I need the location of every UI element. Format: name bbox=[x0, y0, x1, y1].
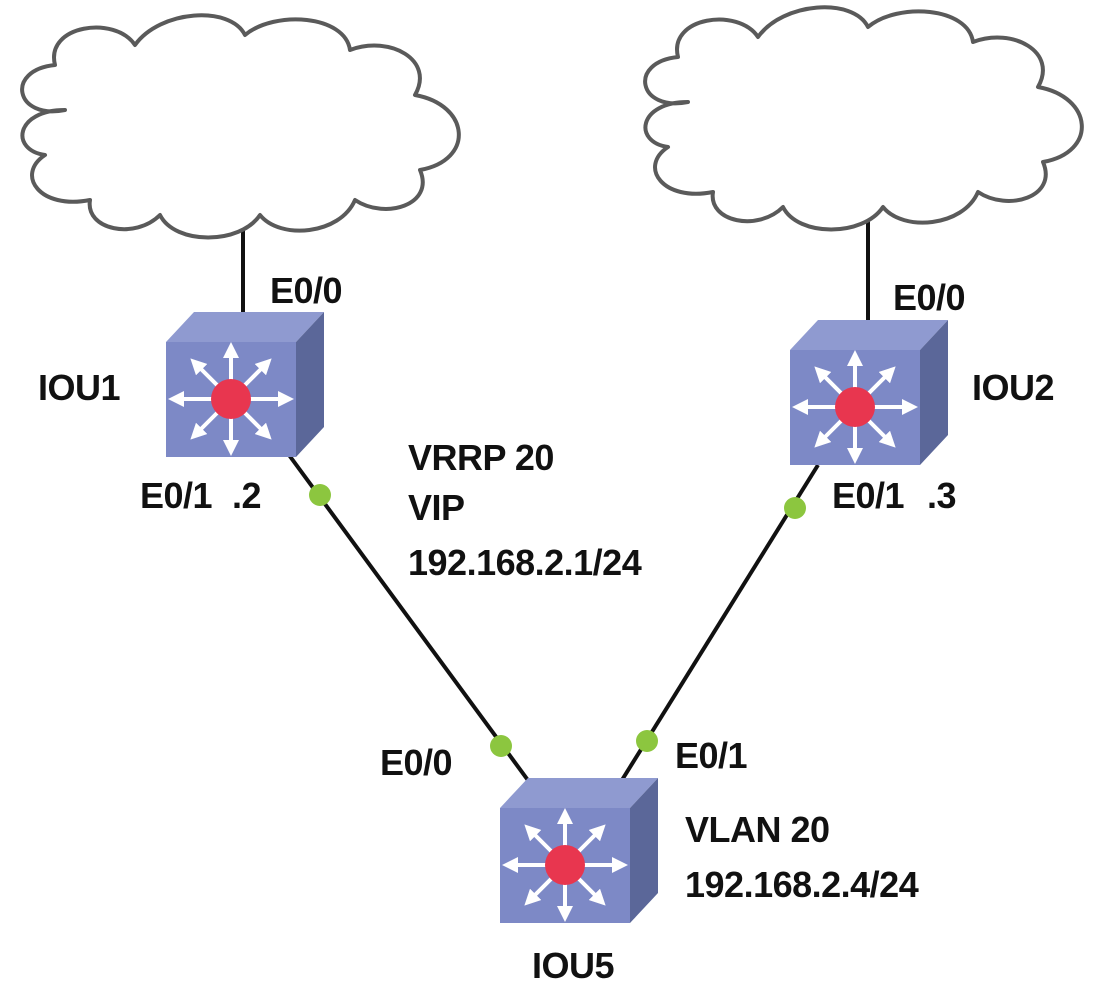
vlan-address-label: 192.168.2.4/24 bbox=[685, 864, 919, 905]
iou1-e0-1-label: E0/1 bbox=[140, 475, 213, 516]
cloud-icon bbox=[20, 13, 461, 240]
vlan-name-label: VLAN 20 bbox=[685, 809, 830, 850]
link-iou2-iou5 bbox=[620, 463, 820, 782]
iou1-address-label: .2 bbox=[232, 475, 261, 516]
iou2-e0-1-label: E0/1 bbox=[832, 475, 905, 516]
port-dot-iou5-e0-0 bbox=[490, 735, 512, 757]
vrrp-group-label: VRRP 20 bbox=[408, 437, 554, 478]
links bbox=[241, 210, 870, 785]
vip-address-label: 192.168.2.1/24 bbox=[408, 542, 642, 583]
iou2-switch-icon bbox=[790, 320, 948, 465]
iou2-e0-0-label: E0/0 bbox=[893, 277, 965, 318]
iou5-switch-icon bbox=[500, 778, 658, 923]
iou2-name-label: IOU2 bbox=[972, 367, 1054, 408]
iou2-address-label: .3 bbox=[927, 475, 956, 516]
cloud-icon bbox=[643, 5, 1084, 232]
port-dot-iou5-e0-1 bbox=[636, 730, 658, 752]
port-dot-iou1-e0-1 bbox=[309, 484, 331, 506]
iou1-switch-icon bbox=[166, 312, 324, 457]
port-dots bbox=[309, 484, 806, 757]
iou5-name-label: IOU5 bbox=[532, 945, 615, 986]
link-iou1-iou5 bbox=[287, 453, 532, 785]
iou5-e0-0-label: E0/0 bbox=[380, 742, 452, 783]
iou1-e0-0-label: E0/0 bbox=[270, 270, 342, 311]
vip-label: VIP bbox=[408, 487, 465, 528]
iou5-e0-1-label: E0/1 bbox=[675, 735, 748, 776]
port-dot-iou2-e0-1 bbox=[784, 497, 806, 519]
iou1-name-label: IOU1 bbox=[38, 367, 121, 408]
